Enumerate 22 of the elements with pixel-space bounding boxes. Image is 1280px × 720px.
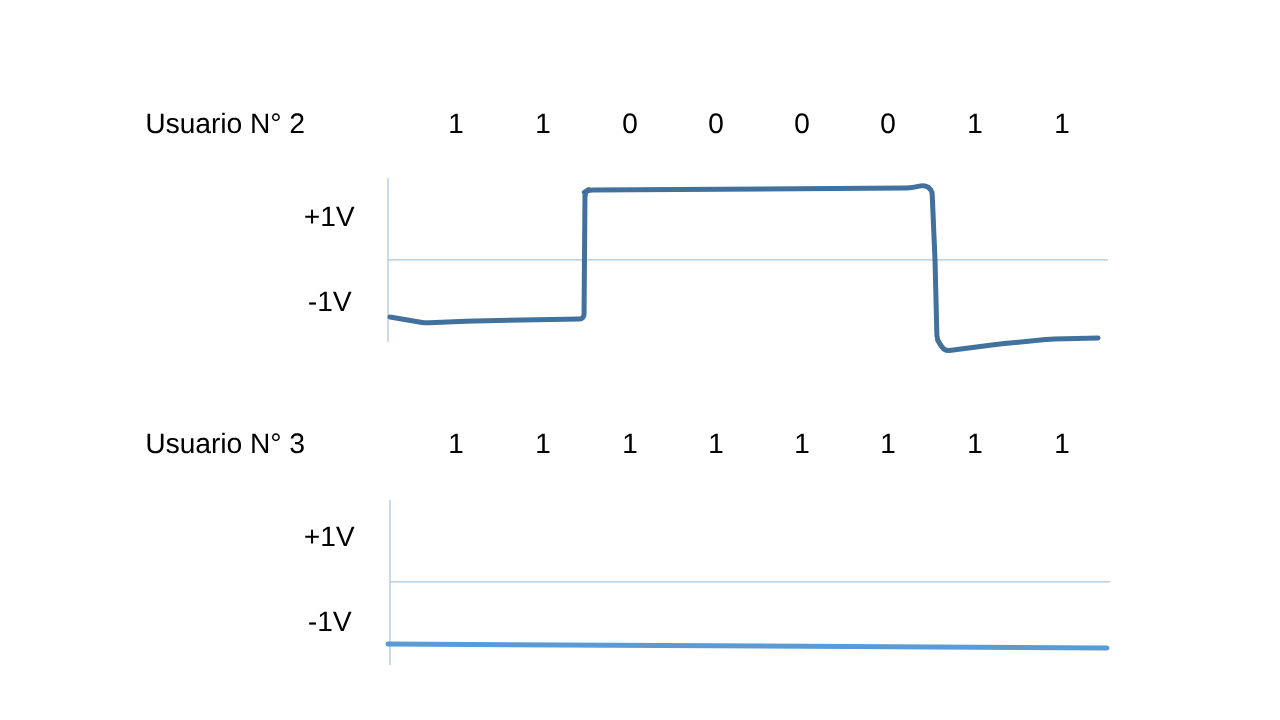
row-title: Usuario N° 3: [147, 432, 304, 454]
bit-value: 0: [881, 113, 895, 134]
bit-value: 1: [882, 433, 895, 453]
row-title: Usuario N° 2: [147, 112, 304, 134]
bit-value: 1: [796, 433, 809, 453]
bit-value: 1: [1056, 433, 1069, 453]
bit-value: 1: [537, 433, 550, 453]
voltage-label: +1V: [305, 526, 355, 546]
bit-value: 1: [710, 433, 723, 453]
voltage-label: +1V: [305, 206, 355, 226]
bit-value: 1: [537, 113, 550, 133]
bit-value: 0: [709, 113, 723, 134]
bit-value: 0: [795, 113, 809, 134]
bit-value: 1: [450, 113, 463, 133]
voltage-label: -1V: [309, 291, 352, 311]
bit-value: 1: [624, 433, 637, 453]
bit-value: 1: [969, 113, 982, 133]
bit-value: 0: [623, 113, 637, 134]
voltage-label: -1V: [309, 611, 352, 631]
bit-value: 1: [450, 433, 463, 453]
bit-value: 1: [969, 433, 982, 453]
bit-value: 1: [1056, 113, 1069, 133]
